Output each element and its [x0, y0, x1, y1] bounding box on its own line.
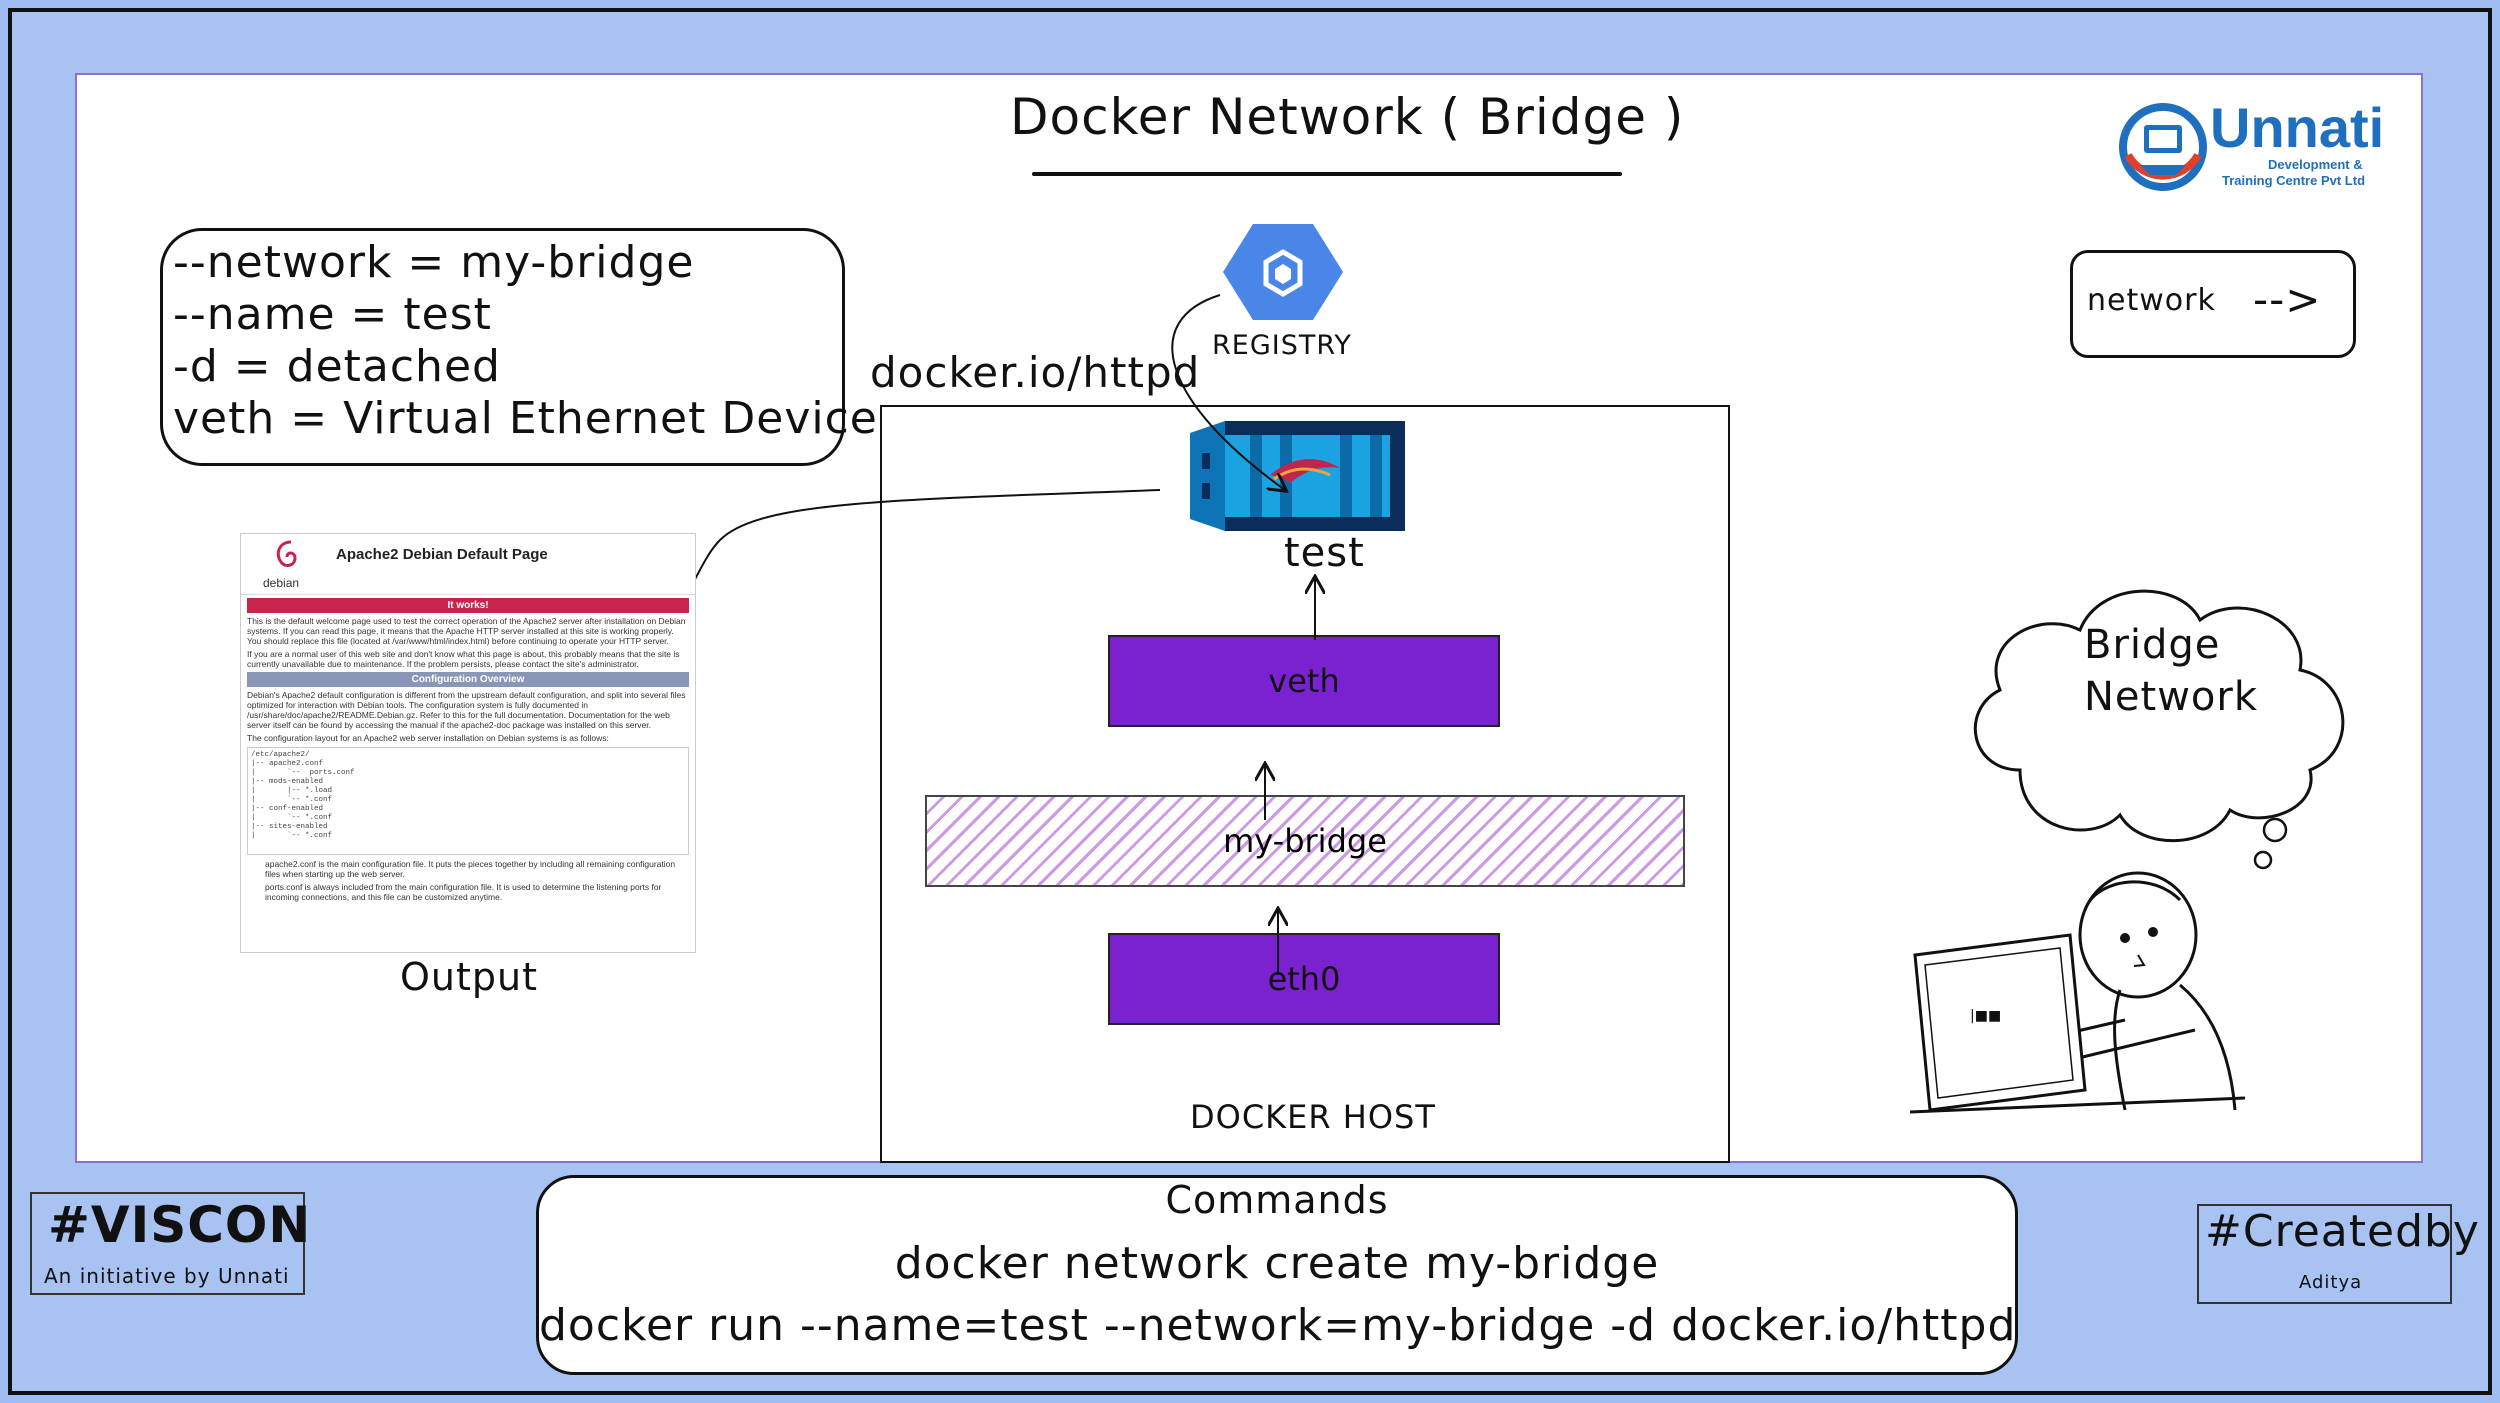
veth-layer: veth: [1108, 635, 1500, 727]
thought-cloud-icon: [1973, 589, 2345, 870]
createdby-title: #Createdby: [2205, 1206, 2480, 1257]
container-label: test: [1284, 530, 1365, 576]
arrow-legend: network -->: [2070, 250, 2356, 358]
arrow-legend-label: network: [2087, 283, 2216, 318]
legend-line-name: --name = test: [173, 289, 492, 340]
apache-page-title: Apache2 Debian Default Page: [336, 546, 548, 563]
logo-name: Unnati: [2210, 96, 2385, 159]
title-underline: [1032, 172, 1622, 176]
createdby-tag: #Createdby Aditya: [2197, 1204, 2479, 1304]
commands-box: Commands docker network create my-bridge…: [536, 1175, 2018, 1375]
output-caption: Output: [400, 955, 538, 999]
apache-intro-text: This is the default welcome page used to…: [247, 616, 686, 646]
apache-config-tree: /etc/apache2/ |-- apache2.conf | `-- por…: [247, 747, 689, 855]
arrow-legend-arrow: -->: [2253, 275, 2322, 324]
it-works-band: It works!: [247, 598, 689, 613]
apache-bullet-1: apache2.conf is the main configuration f…: [265, 859, 676, 879]
legend-line-veth: veth = Virtual Ethernet Device: [173, 393, 878, 444]
registry-icon: [1223, 224, 1343, 320]
parameter-legend: --network = my-bridge --name = test -d =…: [160, 228, 877, 466]
thought-line-2: Network: [2084, 674, 2259, 720]
logo-subtitle-1: Development &: [2268, 157, 2363, 172]
logo-subtitle-2: Training Centre Pvt Ltd: [2222, 173, 2366, 188]
viscon-title: #VISCON: [48, 1196, 312, 1254]
debian-label: debian: [263, 576, 300, 590]
createdby-subtitle: Aditya: [2299, 1272, 2363, 1293]
eth0-layer: eth0: [1108, 933, 1500, 1025]
debian-swirl-icon: [276, 540, 297, 567]
legend-line-detached: -d = detached: [173, 341, 501, 392]
bridge-layer: my-bridge: [925, 795, 1685, 887]
apache-output-screenshot: debian Apache2 Debian Default Page It wo…: [240, 533, 696, 953]
registry-label: REGISTRY: [1212, 330, 1352, 361]
bridge-label: my-bridge: [1223, 822, 1387, 860]
eth0-label: eth0: [1267, 960, 1341, 998]
veth-label: veth: [1268, 662, 1340, 700]
commands-heading: Commands: [1165, 1178, 1389, 1222]
config-overview-band: Configuration Overview: [247, 672, 689, 687]
apache-config-text: Debian's Apache2 default configuration i…: [247, 690, 686, 730]
command-docker-run: docker run --name=test --network=my-brid…: [539, 1300, 2017, 1351]
logo-emblem-icon: [2119, 103, 2207, 191]
container-icon: [1190, 421, 1405, 531]
page-title: Docker Network ( Bridge ): [1010, 88, 1685, 146]
apache-intro-text-2: If you are a normal user of this web sit…: [247, 649, 680, 669]
person-at-laptop-icon: |■■: [1910, 871, 2246, 1114]
image-label: docker.io/httpd: [870, 348, 1201, 397]
apache-layout-text: The configuration layout for an Apache2 …: [247, 733, 609, 743]
command-network-create: docker network create my-bridge: [894, 1238, 1660, 1289]
viscon-tag: #VISCON An initiative by Unnati: [30, 1192, 310, 1295]
svg-text:|■■: |■■: [1970, 1008, 2001, 1024]
thought-line-1: Bridge: [2084, 622, 2221, 668]
apache-header: debian Apache2 Debian Default Page: [241, 534, 695, 595]
apache-bullet-2: ports.conf is always included from the m…: [265, 882, 662, 902]
host-label: DOCKER HOST: [1190, 1098, 1436, 1136]
viscon-subtitle: An initiative by Unnati: [44, 1264, 290, 1288]
unnati-logo: Unnati Development & Training Centre Pvt…: [2118, 95, 2398, 195]
legend-line-network: --network = my-bridge: [173, 237, 695, 288]
